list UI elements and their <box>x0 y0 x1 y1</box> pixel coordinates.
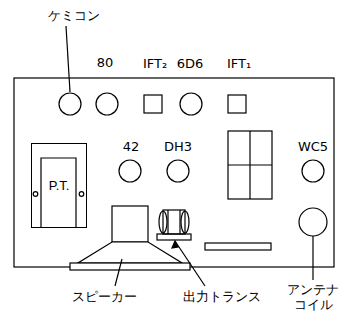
part-label: 42 <box>123 140 140 155</box>
part-label: IFT₁ <box>227 57 251 72</box>
part-label: P.T. <box>49 178 70 193</box>
part-label: DH3 <box>164 140 192 155</box>
part-label: 80 <box>97 56 114 71</box>
part-label: アンテナ コイル <box>286 283 340 313</box>
transformer-box: P.T. <box>31 143 87 228</box>
part-label: 出力トランス <box>183 290 261 305</box>
part-label: IFT₂ <box>143 57 167 72</box>
part-label: スピーカー <box>72 290 137 305</box>
part-label: ケミコン <box>48 9 100 24</box>
part-label: WC5 <box>298 140 328 155</box>
part-label: 6D6 <box>177 57 204 72</box>
